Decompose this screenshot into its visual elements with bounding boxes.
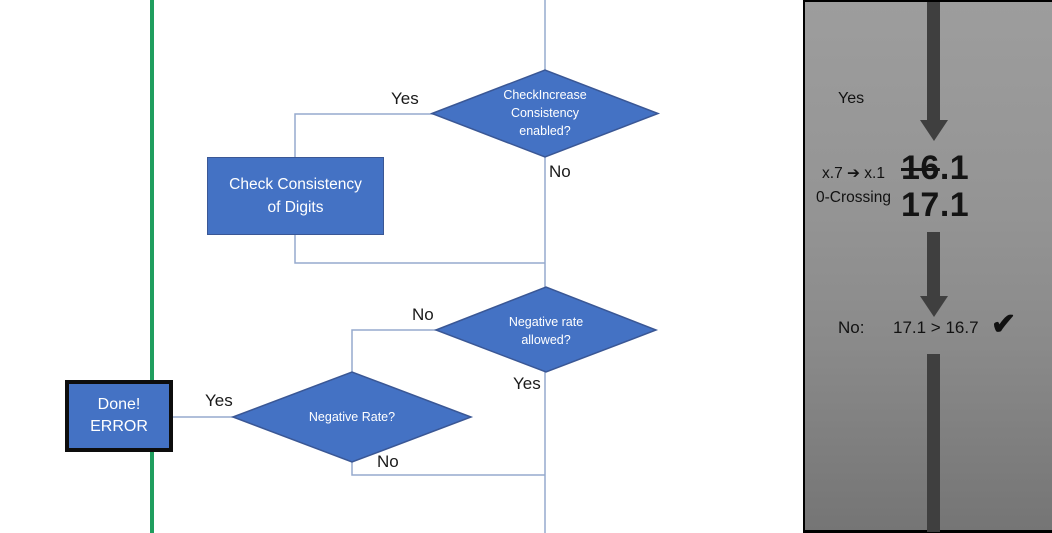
down-arrow-3-shaft: [927, 354, 940, 532]
edge-label-d3-yes: Yes: [205, 391, 233, 410]
edge-label-d2-yes: Yes: [513, 374, 541, 393]
down-arrow-1-shaft: [927, 2, 940, 120]
panel-note-line1: x.7 ➔ x.1: [822, 165, 885, 182]
terminal-done-error-box: [65, 380, 173, 452]
edge-label-d2-no: No: [412, 305, 434, 324]
panel-values: 16.1 17.1: [901, 150, 969, 224]
decision1-label: CheckIncrease Consistency enabled?: [503, 88, 587, 139]
down-arrow-1-head-icon: [920, 120, 948, 141]
checkmark-icon: ✔: [991, 308, 1017, 341]
decision2-label: Negative rate allowed?: [508, 315, 584, 348]
connector-process-return: [294, 235, 545, 264]
panel-old-value-struck: 16: [901, 149, 940, 187]
annotation-panel: Yes x.7 ➔ x.1 0-Crossing 16.1 17.1 No: 1…: [803, 0, 1052, 533]
connector-d1-yes: [294, 113, 435, 157]
decision3-label: Negative Rate?: [308, 410, 396, 424]
panel-new-value: 17.1: [901, 186, 970, 224]
terminal-label: Done! ERROR: [90, 396, 148, 436]
down-arrow-2-head-icon: [920, 296, 948, 317]
decision-negative-rate-diamond: [230, 371, 474, 463]
edge-label-d1-yes: Yes: [391, 89, 419, 108]
panel-comparison: 17.1 > 16.7: [893, 318, 979, 337]
panel-note: x.7 ➔ x.1 0-Crossing: [806, 162, 901, 210]
connector-d2-no: [351, 329, 436, 372]
panel-old-value-rest: .1: [939, 149, 970, 187]
panel-no-label: No:: [838, 318, 865, 337]
edge-label-d1-no: No: [549, 162, 571, 181]
decision-negative-rate-allowed-diamond: [433, 286, 659, 373]
process1-label: Check Consistency of Digits: [229, 176, 362, 217]
connector-d3-no: [351, 462, 545, 476]
down-arrow-2-shaft: [927, 232, 940, 296]
decision-checkincrease-diamond: [429, 69, 661, 158]
panel-old-value: 16.1: [901, 150, 969, 187]
panel-note-line2: 0-Crossing: [816, 189, 891, 207]
panel-yes-label: Yes: [838, 90, 865, 107]
process-check-consistency-box: [207, 157, 384, 235]
edge-label-d3-no: No: [377, 452, 399, 471]
